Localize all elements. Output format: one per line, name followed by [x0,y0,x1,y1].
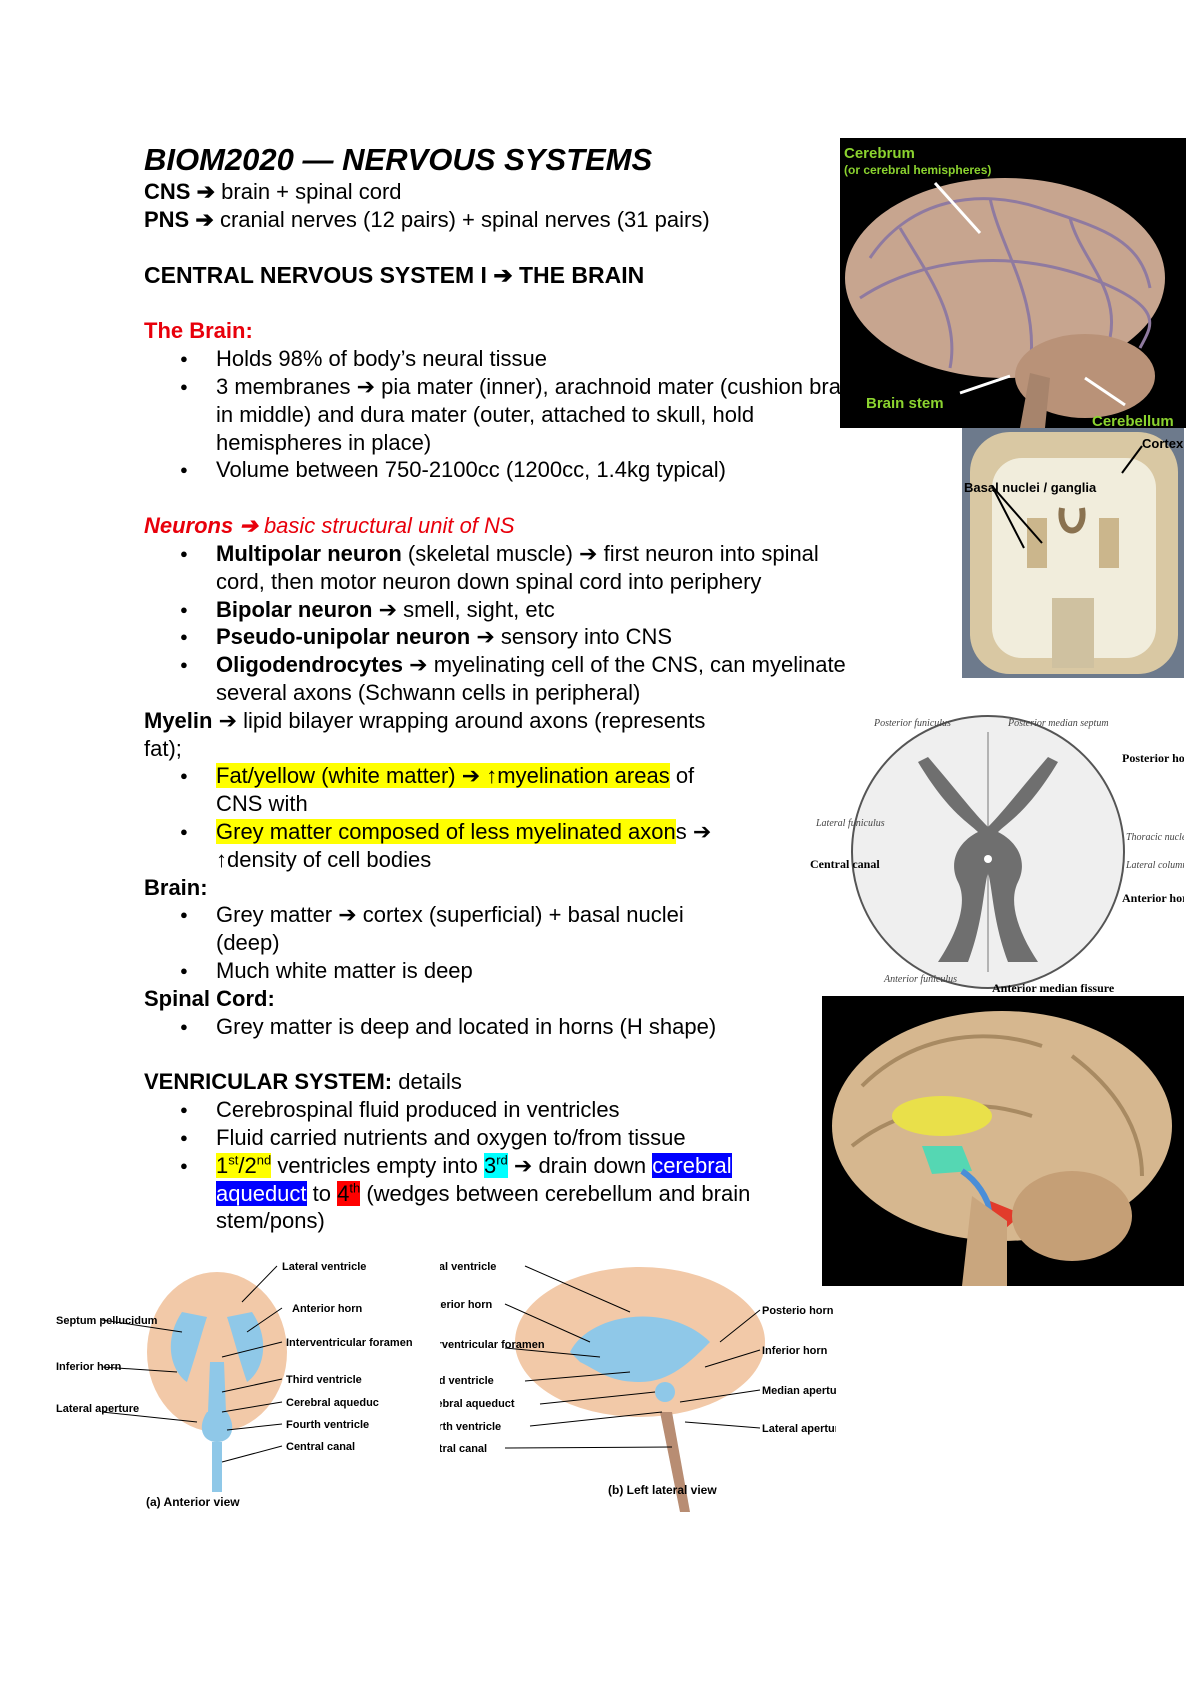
myelin-list: Fat/yellow (white matter) ➔ ↑myelination… [144,762,746,873]
cns-line: CNS ➔ brain + spinal cord [144,179,402,204]
lateral-aperture-label: Lateral aperture [56,1403,139,1415]
list-item: Holds 98% of body’s neural tissue [180,345,864,373]
aqueduct-label-b: Cerebral aqueduct [440,1398,515,1410]
aqueduct-label: Cerebral aqueduc [286,1397,379,1409]
list-item: Bipolar neuron ➔ smell, sight, etc [180,596,864,624]
list-item: 1st/2nd ventricles empty into 3rd ➔ drai… [180,1152,806,1235]
third-ventricle-label-b: Third ventricle [440,1375,494,1387]
septum-label: Septum pellucidum [56,1315,158,1327]
ventricular-list: Cerebrospinal fluid produced in ventricl… [144,1096,806,1235]
lateral-ventricle-label: Lateral ventricle [282,1262,366,1273]
cerebrum-sub-label: (or cerebral hemispheres) [844,163,991,177]
posterior-horn-label-b: Posterio horn [762,1305,834,1317]
central-canal-shape [984,855,992,863]
third-ventricle-anterior [208,1362,226,1412]
coronal-section-figure: Cortex Basal nuclei / ganglia [962,428,1184,678]
basal-nuclei-right [1099,518,1119,568]
interventricular-label-b: Interventricular foramen [440,1339,545,1351]
list-item: Fat/yellow (white matter) ➔ ↑myelination… [180,762,746,818]
cerebellum-section [1012,1171,1132,1261]
cortex-label: Cortex [1142,436,1184,451]
lateral-ventricle-side [570,1316,710,1382]
central-canal-anterior [212,1442,222,1492]
brain-heading: The Brain: [144,318,253,344]
brainstem-shape [1020,373,1050,428]
anterior-horn-label-b: Anterior horn [440,1299,493,1311]
fourth-ventricle-label: Fourth ventricle [286,1419,369,1431]
brainstem-side [660,1412,690,1512]
cerebellum-label: Cerebellum [1092,413,1174,428]
inferior-horn-label-b: Inferior horn [762,1345,828,1357]
myelin-line: Myelin ➔ lipid bilayer wrapping around a… [144,707,706,761]
list-item: Fluid carried nutrients and oxygen to/fr… [180,1124,806,1152]
spinal-heading: Spinal Cord: [144,985,275,1011]
list-item: Grey matter is deep and located in horns… [180,1013,864,1041]
anterior-caption: (a) Anterior view [146,1495,240,1509]
brain-list: Holds 98% of body’s neural tissue 3 memb… [144,345,864,484]
pns-line: PNS ➔ cranial nerves (12 pairs) + spinal… [144,206,710,232]
brain-photo-figure: Cerebrum (or cerebral hemispheres) Brain… [840,138,1186,428]
inferior-horn-label: Inferior horn [56,1361,122,1373]
ventricles-lateral-figure: Lateral ventricle Anterior horn Interven… [440,1262,836,1512]
section-heading-cns: CENTRAL NERVOUS SYSTEM I ➔ THE BRAIN [144,261,645,288]
list-item: Oligodendrocytes ➔ myelinating cell of t… [180,651,864,707]
posterior-horn-label: Posterior horn of gray matter [1122,751,1184,765]
brain2-list: Grey matter ➔ cortex (superficial) + bas… [144,901,746,984]
basal-nuclei-left [1027,518,1047,568]
anterior-median-label: Anterior median fissure [992,981,1115,994]
list-item: Pseudo-unipolar neuron ➔ sensory into CN… [180,623,864,651]
brain2-heading: Brain: [144,874,208,900]
fourth-ventricle-side [655,1382,675,1402]
lateral-caption: (b) Left lateral view [608,1483,717,1497]
central-canal-label-b: Central canal [440,1443,487,1455]
doc-title: BIOM2020 — NERVOUS SYSTEMS [144,142,653,177]
cerebrum-label: Cerebrum [844,145,915,162]
lateral-column-label: Lateral column [1125,860,1184,871]
anterior-funiculus-label: Anterior funiculus [883,974,957,985]
posterior-funiculus-label: Posterior funiculus [873,718,951,729]
lateral-ventricle-label-b: Lateral ventricle [440,1262,496,1273]
brainstem-label: Brain stem [866,395,944,412]
list-item: Volume between 750-2100cc (1200cc, 1.4kg… [180,456,864,484]
cerebellum-shape [1015,334,1155,418]
spinal-list: Grey matter is deep and located in horns… [144,1013,864,1041]
list-item: Grey matter ➔ cortex (superficial) + bas… [180,901,746,957]
basal-label: Basal nuclei / ganglia [964,480,1097,495]
notes-body: BIOM2020 — NERVOUS SYSTEMS CNS ➔ brain +… [144,142,864,1235]
list-item: 3 membranes ➔ pia mater (inner), arachno… [180,373,864,456]
central-canal-label: Central canal [810,857,880,871]
lateral-aperture-label-b: Lateral aperture [762,1423,836,1435]
median-aperture-label-b: Median aperture [762,1385,836,1397]
central-canal-label: Central canal [286,1441,355,1453]
anterior-horn-label: Anterior horn [292,1303,363,1315]
lateral-funiculus-label: Lateral funiculus [815,818,885,829]
list-item: Cerebrospinal fluid produced in ventricl… [180,1096,806,1124]
list-item: Multipolar neuron (skeletal muscle) ➔ fi… [180,540,864,596]
anterior-horn-label: Anterior horn of gray matter [1122,891,1184,905]
lateral-ventricles-shape [170,1312,264,1382]
third-ventricle-label: Third ventricle [286,1374,362,1386]
neuron-list: Multipolar neuron (skeletal muscle) ➔ fi… [144,540,864,707]
fourth-ventricle-anterior [201,1412,233,1442]
brainstem-section [962,1196,1007,1286]
neurons-heading: Neurons ➔ basic structural unit of NS [144,513,515,539]
ventricles-anterior-figure: Lateral ventricle Anterior horn Septum p… [56,1262,413,1509]
posterior-median-label: Posterior median septum [1007,718,1109,729]
ventricular-heading: VENRICULAR SYSTEM: details [144,1069,462,1095]
cerebrum-shape [845,178,1165,378]
thoracic-label: Thoracic nucleus [1126,832,1184,843]
list-item: Grey matter composed of less myelinated … [180,818,746,874]
fourth-ventricle-label-b: Fourth ventricle [440,1421,501,1433]
midsagittal-figure [822,996,1184,1286]
spinal-cord-figure: Posterior funiculus Posterior median sep… [810,715,1184,994]
lateral-ventricle-shape [892,1096,992,1136]
list-item: Much white matter is deep [180,957,746,985]
third-ventricle-shape [922,1146,972,1174]
interventricular-label: Interventricular foramen [286,1337,413,1349]
